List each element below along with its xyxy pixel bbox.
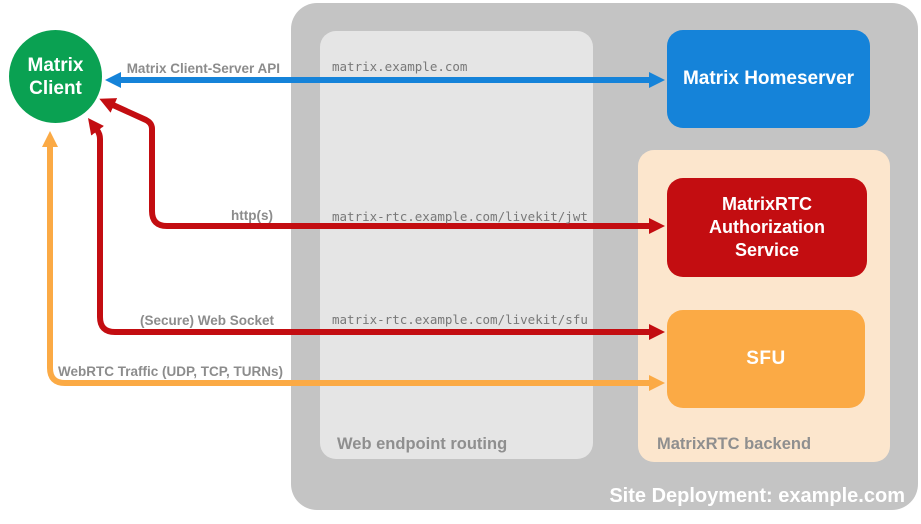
matrix-homeserver-node: Matrix Homeserver bbox=[667, 30, 870, 128]
matrix-client-node: Matrix Client bbox=[9, 30, 102, 123]
client-server-api-arrow-label: Matrix Client-Server API bbox=[126, 61, 280, 76]
matrixrtc-authorization-service-label: MatrixRTC Authorization Service bbox=[709, 194, 825, 260]
https-arrow-label: http(s) bbox=[231, 208, 273, 223]
matrix-homeserver-label: Matrix Homeserver bbox=[682, 68, 855, 89]
web-endpoint-routing-label: Web endpoint routing bbox=[337, 435, 508, 453]
matrixrtc-backend-label: MatrixRTC backend bbox=[657, 435, 812, 453]
endpoint-livekit-sfu: matrix-rtc.example.com/livekit/sfu bbox=[332, 312, 588, 327]
sfu-node: SFU bbox=[667, 310, 865, 408]
web-endpoint-routing-box bbox=[320, 31, 593, 459]
webrtc-traffic-arrow-label: WebRTC Traffic (UDP, TCP, TURNs) bbox=[58, 364, 284, 379]
endpoint-livekit-jwt: matrix-rtc.example.com/livekit/jwt bbox=[332, 209, 588, 224]
endpoint-matrix-example-com: matrix.example.com bbox=[332, 59, 468, 74]
site-deployment-label: Site Deployment: example.com bbox=[609, 485, 905, 507]
web-socket-arrow-label: (Secure) Web Socket bbox=[139, 313, 274, 328]
sfu-label: SFU bbox=[746, 348, 786, 369]
matrix-client-label-line1: Matrix bbox=[27, 54, 84, 76]
matrixrtc-authorization-service-node: MatrixRTC Authorization Service bbox=[667, 178, 867, 277]
matrix-client-label-line2: Client bbox=[29, 77, 82, 99]
